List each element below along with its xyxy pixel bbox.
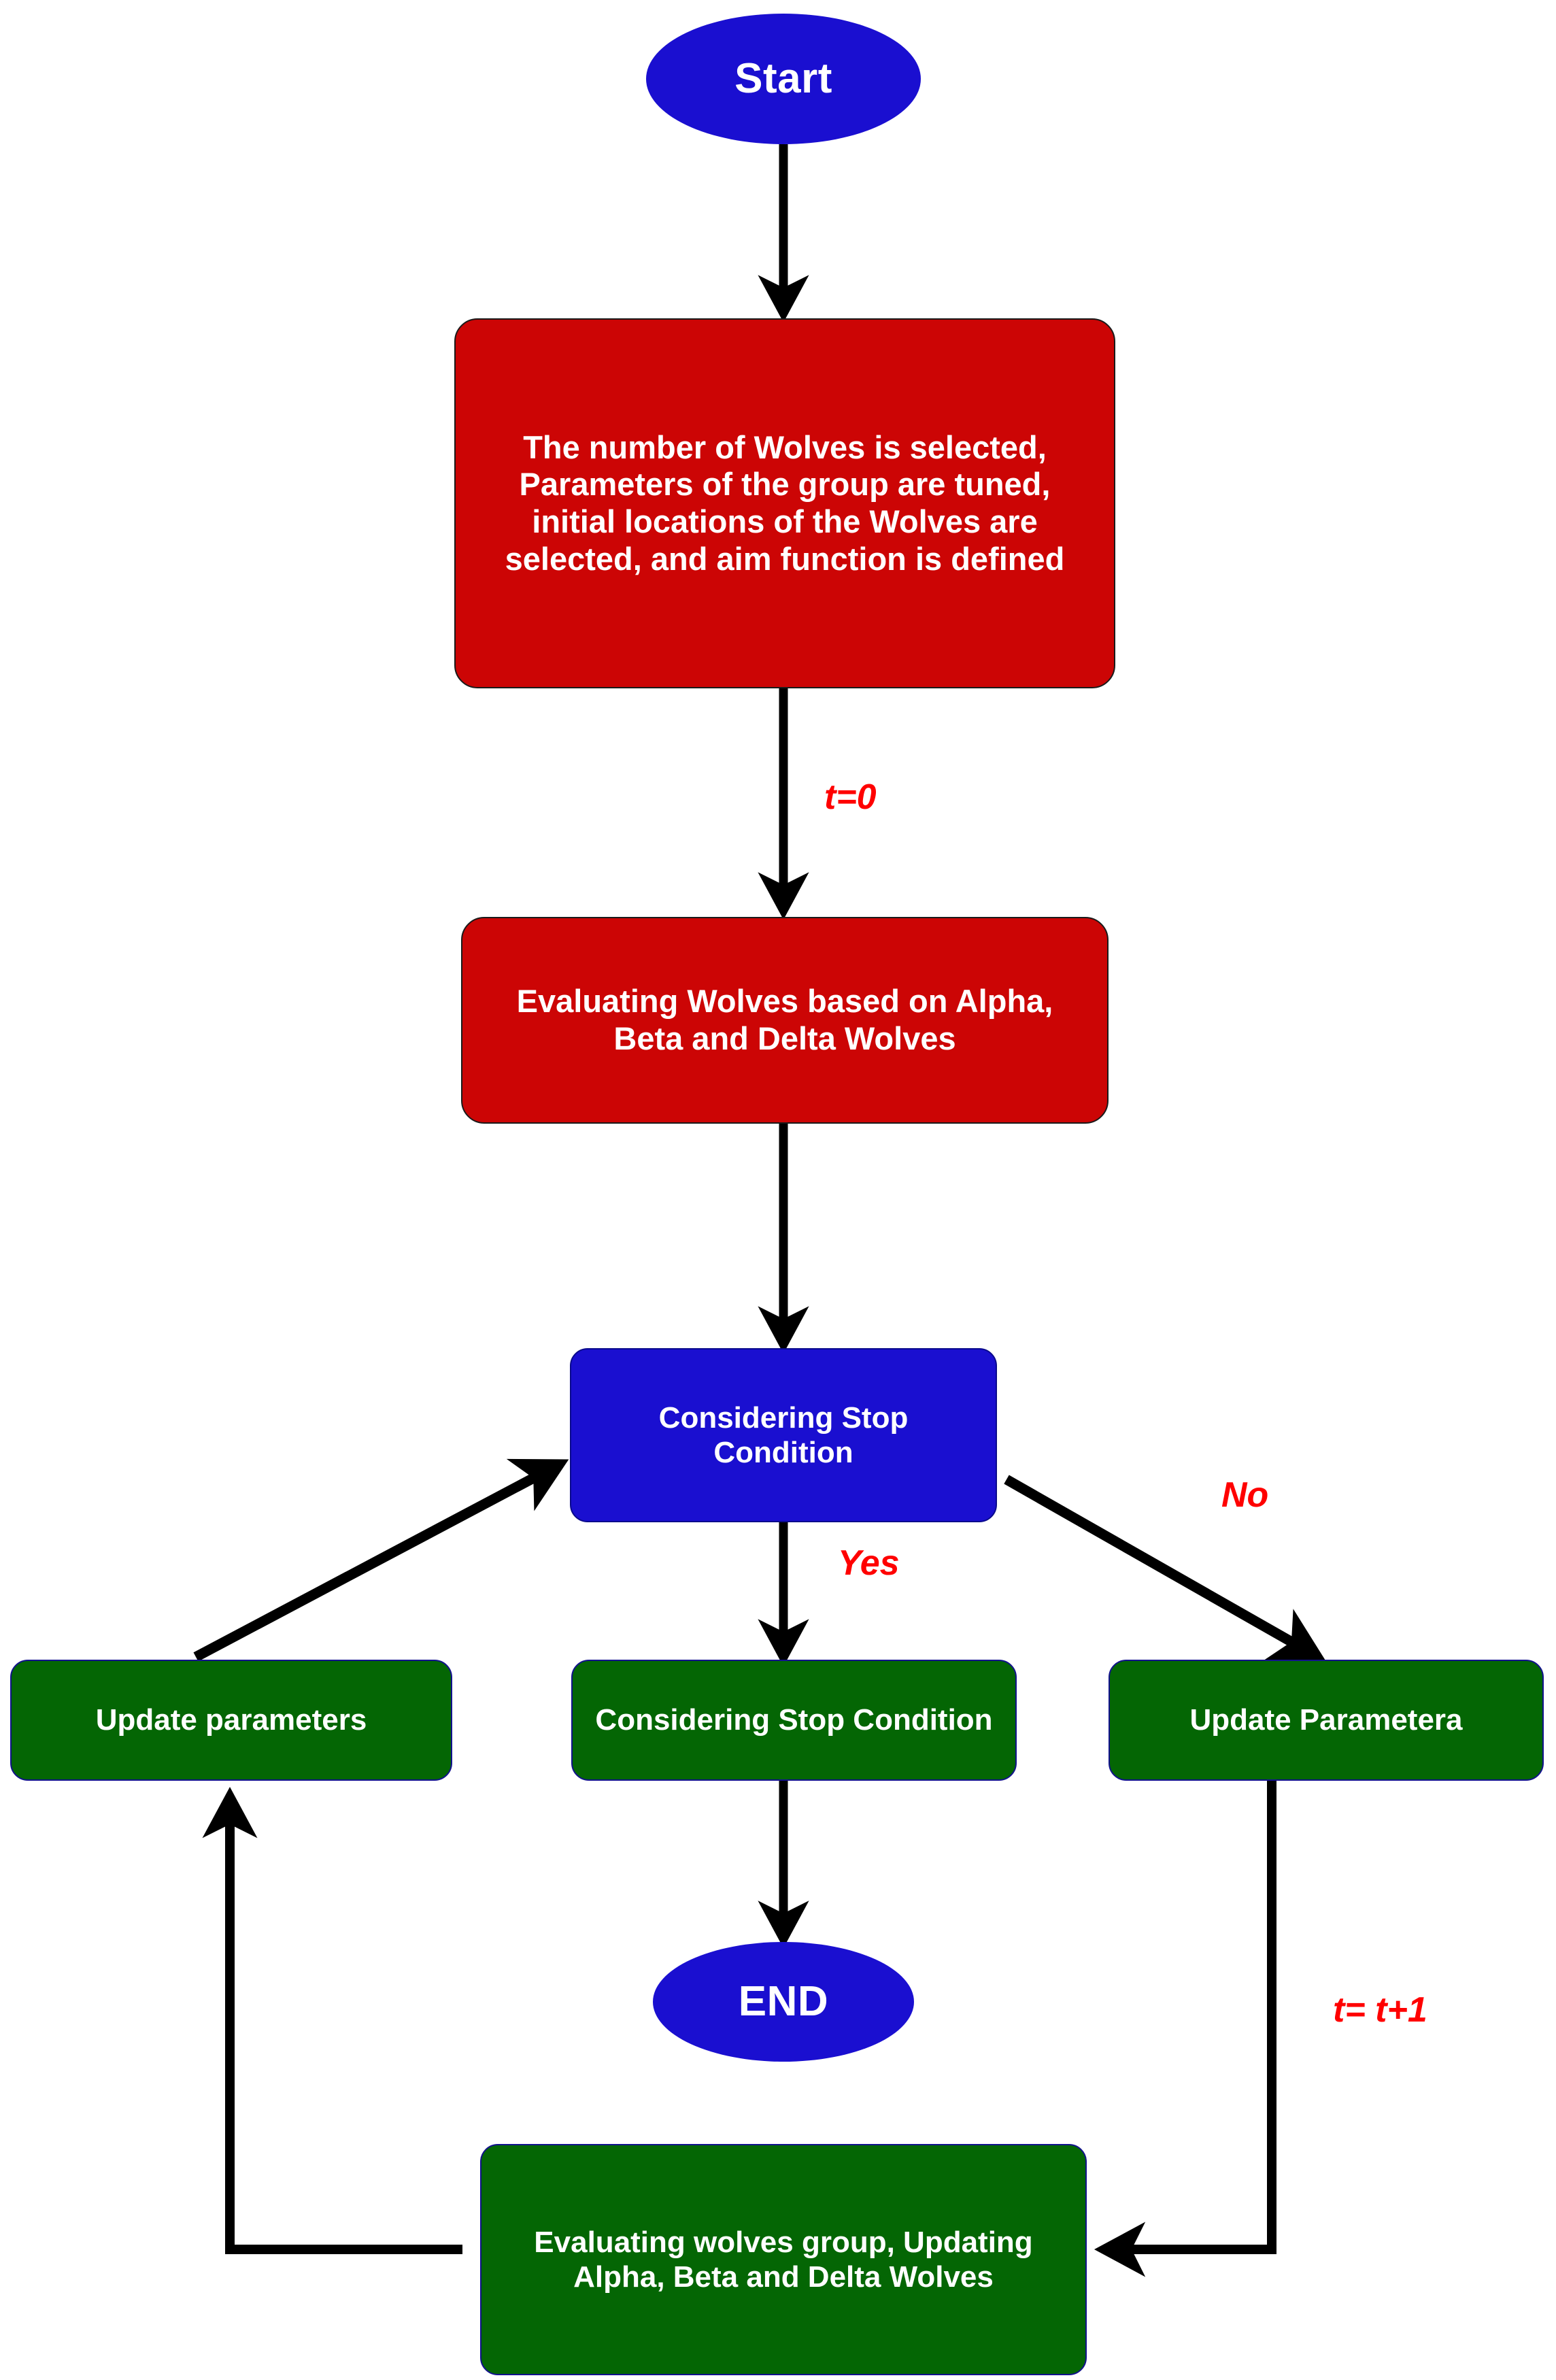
edge-label-t-zero: t=0 (824, 777, 877, 817)
edge-label-t-increment: t= t+1 (1333, 1990, 1427, 2030)
edge-label-yes: Yes (838, 1543, 900, 1583)
node-end-label: END (738, 1978, 829, 2026)
edge-left-green-to-decision (193, 1458, 569, 1662)
node-update-parameters-label: Update parameters (95, 1703, 367, 1737)
edge-label-no: No (1221, 1475, 1269, 1515)
node-evaluate-wolves[interactable]: Evaluating Wolves based on Alpha, Beta a… (461, 917, 1109, 1124)
node-update-parametera-label: Update Parametera (1189, 1703, 1463, 1737)
node-considering-stop-condition-green[interactable]: Considering Stop Condition (571, 1660, 1017, 1781)
node-update-parameters[interactable]: Update parameters (10, 1660, 452, 1781)
node-end[interactable]: END (653, 1942, 914, 2062)
node-initialization-label: The number of Wolves is selected, Parame… (505, 429, 1065, 577)
node-evaluate-wolves-label: Evaluating Wolves based on Alpha, Beta a… (516, 983, 1053, 1056)
node-decision-stop-condition[interactable]: Considering Stop Condition (570, 1348, 997, 1522)
node-evaluate-wolves-group[interactable]: Evaluating wolves group, Updating Alpha,… (480, 2144, 1087, 2375)
edge-bottom-green-to-left-green (202, 1786, 462, 2254)
node-initialization[interactable]: The number of Wolves is selected, Parame… (454, 318, 1115, 688)
node-start[interactable]: Start (646, 14, 921, 144)
node-considering-stop-condition-green-label: Considering Stop Condition (595, 1703, 993, 1737)
node-update-parametera[interactable]: Update Parametera (1109, 1660, 1544, 1781)
node-decision-stop-condition-label: Considering Stop Condition (658, 1401, 909, 1469)
edge-right-green-to-bottom-green (1094, 1781, 1276, 2277)
edge-decision-to-right-green (1004, 1475, 1327, 1662)
node-evaluate-wolves-group-label: Evaluating wolves group, Updating Alpha,… (534, 2225, 1033, 2294)
node-start-label: Start (734, 55, 832, 103)
